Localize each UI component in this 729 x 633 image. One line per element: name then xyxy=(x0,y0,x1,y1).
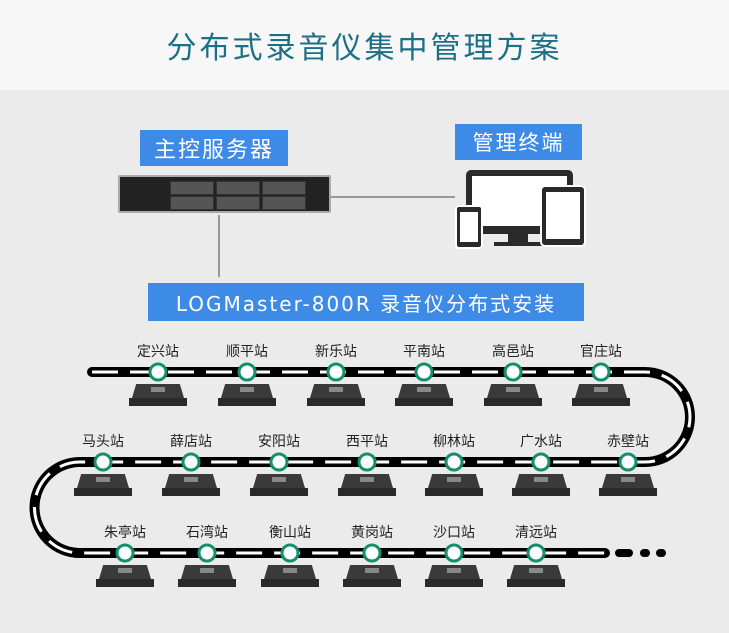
station-node xyxy=(618,452,638,472)
station-node xyxy=(326,362,346,382)
station-label: 柳林站 xyxy=(433,434,475,450)
page-title: 分布式录音仪集中管理方案 xyxy=(166,31,563,66)
recorder-device-icon xyxy=(178,565,236,587)
station-label: 平南站 xyxy=(403,344,445,360)
station-node xyxy=(526,543,546,563)
station-node xyxy=(414,362,434,382)
station-node xyxy=(531,452,551,472)
connector-line xyxy=(218,215,220,277)
recorder-device-icon xyxy=(395,384,453,406)
recorder-device-icon xyxy=(343,565,401,587)
station-label: 顺平站 xyxy=(226,344,268,360)
station-node xyxy=(269,452,289,472)
server-label: 主控服务器 xyxy=(140,130,288,166)
station-node xyxy=(148,362,168,382)
station-node xyxy=(357,452,377,472)
station-label: 西平站 xyxy=(346,434,388,450)
station-node xyxy=(237,362,257,382)
station-node xyxy=(591,362,611,382)
recorder-device-icon xyxy=(425,565,483,587)
recorder-device-icon xyxy=(599,474,657,496)
station-label: 马头站 xyxy=(82,434,124,450)
server-icon xyxy=(118,175,331,213)
recorder-device-icon xyxy=(162,474,220,496)
station-label: 新乐站 xyxy=(315,344,357,360)
recorder-device-icon xyxy=(338,474,396,496)
continuation-dots xyxy=(615,549,666,557)
station-label: 广水站 xyxy=(520,434,562,450)
recorder-device-icon xyxy=(572,384,630,406)
station-node xyxy=(181,452,201,472)
recorder-device-icon xyxy=(261,565,319,587)
station-node xyxy=(362,543,382,563)
station-label: 安阳站 xyxy=(258,434,300,450)
recorder-device-icon xyxy=(218,384,276,406)
station-label: 朱亭站 xyxy=(104,525,146,541)
recorder-device-icon xyxy=(129,384,187,406)
header: 分布式录音仪集中管理方案 xyxy=(0,0,729,90)
station-label: 定兴站 xyxy=(137,344,179,360)
recorder-device-icon xyxy=(307,384,365,406)
station-label: 衡山站 xyxy=(269,525,311,541)
recorder-device-icon xyxy=(250,474,308,496)
station-label: 高邑站 xyxy=(492,344,534,360)
station-label: 赤壁站 xyxy=(607,434,649,450)
recorder-device-icon xyxy=(74,474,132,496)
recorder-device-icon xyxy=(507,565,565,587)
station-node xyxy=(444,452,464,472)
recorder-device-icon xyxy=(96,565,154,587)
connector-line xyxy=(331,196,455,198)
station-label: 清远站 xyxy=(515,525,557,541)
station-node xyxy=(115,543,135,563)
station-label: 官庄站 xyxy=(580,344,622,360)
recorder-device-icon xyxy=(512,474,570,496)
station-label: 黄岗站 xyxy=(351,525,393,541)
station-label: 薛店站 xyxy=(170,434,212,450)
station-label: 沙口站 xyxy=(433,525,475,541)
station-node xyxy=(197,543,217,563)
install-label: LOGMaster-800R 录音仪分布式安装 xyxy=(148,283,584,321)
recorder-device-icon xyxy=(484,384,542,406)
recorder-device-icon xyxy=(425,474,483,496)
station-label: 石湾站 xyxy=(186,525,228,541)
terminal-label: 管理终端 xyxy=(455,124,582,160)
station-node xyxy=(280,543,300,563)
station-node xyxy=(444,543,464,563)
station-node xyxy=(93,452,113,472)
station-node xyxy=(503,362,523,382)
